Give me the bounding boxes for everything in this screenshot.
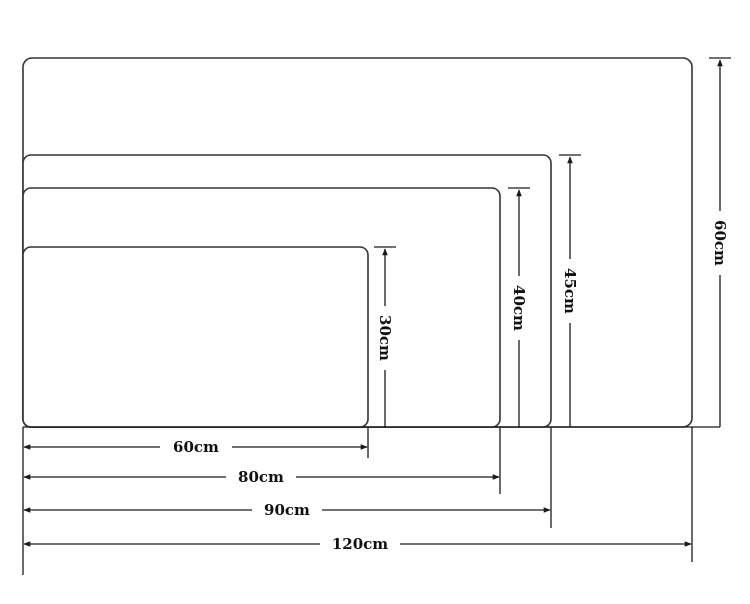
label-height-40cm: 40cm — [510, 285, 528, 331]
label-height-45cm: 45cm — [561, 268, 579, 314]
dim-width-80cm: 80cm — [23, 468, 500, 486]
label-width-90cm: 90cm — [264, 501, 310, 519]
dim-width-90cm: 90cm — [23, 501, 551, 519]
label-width-60cm: 60cm — [173, 438, 219, 456]
mat-60x30-outline — [22, 246, 369, 428]
dim-width-60cm: 60cm — [23, 438, 368, 456]
label-width-120cm: 120cm — [332, 535, 388, 553]
dim-height-45cm: 45cm — [559, 154, 581, 427]
dim-height-30cm: 30cm — [374, 246, 396, 427]
dim-width-120cm: 120cm — [23, 535, 692, 553]
label-height-60cm: 60cm — [711, 220, 729, 266]
dim-height-40cm: 40cm — [508, 187, 530, 427]
label-height-30cm: 30cm — [376, 315, 394, 361]
label-width-80cm: 80cm — [238, 468, 284, 486]
dim-height-60cm: 60cm — [709, 57, 731, 427]
